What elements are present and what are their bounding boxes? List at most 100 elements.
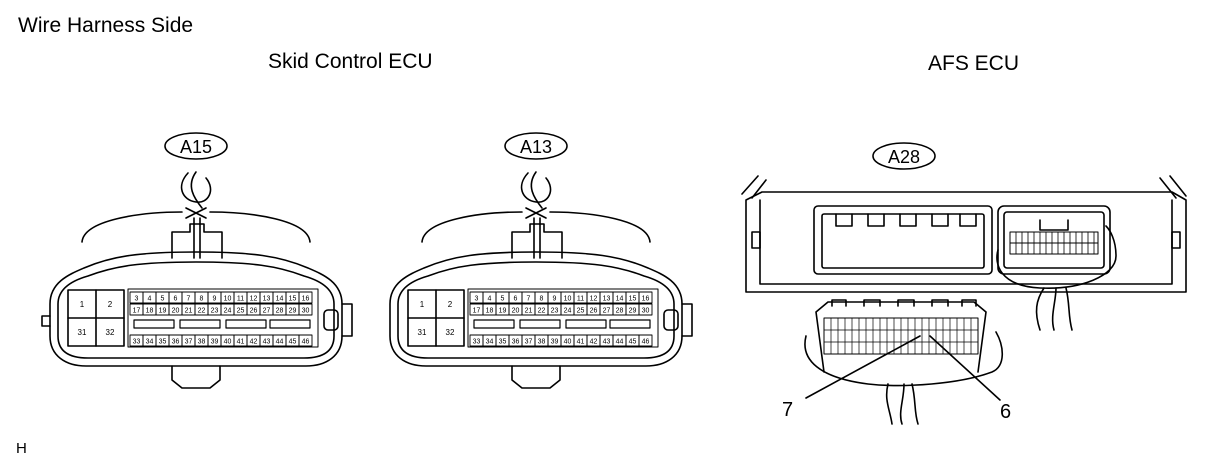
terminal-pin: 42 xyxy=(250,339,258,346)
terminal-pin: 5 xyxy=(161,296,165,303)
terminal-pin: 30 xyxy=(302,308,310,315)
afs-ecu-title: AFS ECU xyxy=(928,52,1020,75)
terminal-pin: 45 xyxy=(629,339,637,346)
terminal-pin: 31 xyxy=(418,328,427,337)
corner-mark: H xyxy=(16,440,27,457)
terminal-pin: 1 xyxy=(80,300,85,309)
terminal-pin: 44 xyxy=(276,339,284,346)
key-slots xyxy=(473,319,651,329)
terminal-pin: 43 xyxy=(603,339,611,346)
terminal-pin: 14 xyxy=(276,296,284,303)
terminal-pin: 20 xyxy=(172,308,180,315)
terminal-pin: 5 xyxy=(501,296,505,303)
terminal-pin: 27 xyxy=(603,308,611,315)
terminal-pin: 2 xyxy=(448,300,453,309)
ecu-housing xyxy=(741,175,1187,293)
terminal-pin: 28 xyxy=(276,308,284,315)
connector-code-badge: A13 xyxy=(504,132,568,160)
connector-code-badge: A15 xyxy=(164,132,228,160)
terminal-pin: 27 xyxy=(263,308,271,315)
terminal-cell xyxy=(298,334,313,347)
terminal-pin: 19 xyxy=(159,308,167,315)
wire-bundle xyxy=(421,171,651,259)
terminal-pin: 43 xyxy=(263,339,271,346)
terminal-pin: 20 xyxy=(512,308,520,315)
terminal-pin: 39 xyxy=(551,339,559,346)
pin-callout-7: 7 xyxy=(782,399,793,421)
connector-code: A15 xyxy=(180,137,212,157)
pin-callout-6: 6 xyxy=(1000,401,1011,423)
terminal-pin: 6 xyxy=(174,296,178,303)
terminal-pin: 2 xyxy=(108,300,113,309)
terminal-pin: 21 xyxy=(185,308,193,315)
key-slots xyxy=(133,319,311,329)
terminal-pin: 18 xyxy=(146,308,154,315)
terminal-pin: 11 xyxy=(577,296,584,303)
terminal-pin: 17 xyxy=(133,308,141,315)
harness-connector xyxy=(804,299,1004,425)
terminal-pin: 35 xyxy=(499,339,507,346)
terminal-pin: 7 xyxy=(187,296,191,303)
terminal-pin: 7 xyxy=(527,296,531,303)
terminal-pin: 10 xyxy=(564,296,572,303)
connector-housing xyxy=(41,223,353,389)
terminal-pin: 36 xyxy=(512,339,520,346)
terminal-pin: 25 xyxy=(577,308,585,315)
terminal-cell xyxy=(638,291,653,304)
terminal-pin: 21 xyxy=(525,308,533,315)
terminal-pin: 9 xyxy=(553,296,557,303)
terminal-pin: 23 xyxy=(551,308,559,315)
terminal-cell xyxy=(638,334,653,347)
terminal-pin: 41 xyxy=(237,339,245,346)
terminal-pin: 26 xyxy=(250,308,258,315)
terminal-pin: 12 xyxy=(250,296,258,303)
terminal-pin: 44 xyxy=(616,339,624,346)
terminal-pin: 32 xyxy=(446,328,455,337)
terminal-pin: 37 xyxy=(525,339,533,346)
terminal-pin: 34 xyxy=(486,339,494,346)
terminal-small-block: 1 2 31 32 xyxy=(407,289,465,347)
terminal-pin: 33 xyxy=(133,339,141,346)
connector-code-badge: A28 xyxy=(872,142,936,170)
terminal-pin: 24 xyxy=(224,308,232,315)
terminal-pin: 4 xyxy=(488,296,492,303)
terminal-pin: 34 xyxy=(146,339,154,346)
wire-bundle xyxy=(81,171,311,259)
terminal-pin: 22 xyxy=(198,308,206,315)
terminal-pin: 29 xyxy=(289,308,297,315)
terminal-pin: 46 xyxy=(642,339,650,346)
terminal-pin: 38 xyxy=(538,339,546,346)
wire-harness-side-label: Wire Harness Side xyxy=(18,14,194,37)
terminal-pin: 13 xyxy=(263,296,271,303)
side-connector xyxy=(996,205,1117,331)
terminal-pin: 40 xyxy=(564,339,572,346)
terminal-pin: 39 xyxy=(211,339,219,346)
terminal-pin: 9 xyxy=(213,296,217,303)
terminal-pin: 14 xyxy=(616,296,624,303)
terminal-pin: 3 xyxy=(135,296,139,303)
terminal-pin: 19 xyxy=(499,308,507,315)
terminal-pin: 32 xyxy=(106,328,115,337)
terminal-pin: 8 xyxy=(540,296,544,303)
terminal-pin: 25 xyxy=(237,308,245,315)
terminal-pin: 1 xyxy=(420,300,425,309)
terminal-cell xyxy=(298,291,313,304)
pin-callouts: 7 6 xyxy=(782,335,1011,423)
terminal-pin: 15 xyxy=(629,296,637,303)
terminal-pin: 6 xyxy=(514,296,518,303)
skid-control-ecu-title: Skid Control ECU xyxy=(268,50,433,73)
terminal-cell xyxy=(298,303,313,316)
terminal-pin: 29 xyxy=(629,308,637,315)
terminal-pin: 16 xyxy=(302,296,310,303)
terminal-pin: 46 xyxy=(302,339,310,346)
terminal-pin: 37 xyxy=(185,339,193,346)
terminal-pin: 28 xyxy=(616,308,624,315)
afs-ecu: A28 xyxy=(741,142,1187,425)
